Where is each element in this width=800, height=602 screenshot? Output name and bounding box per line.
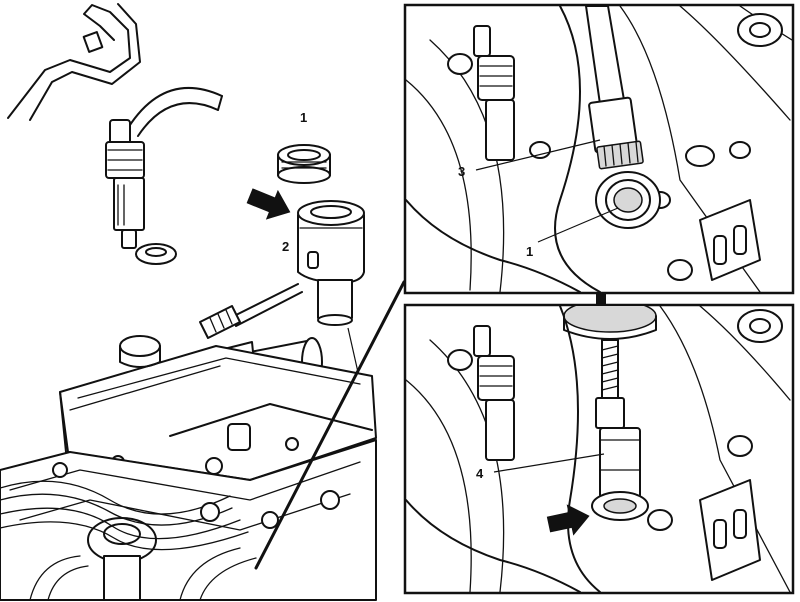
engine-cylinder-head <box>0 335 377 601</box>
panel-connector <box>596 292 606 306</box>
prechamber-sleeve <box>297 200 365 326</box>
injector-washer <box>135 243 177 265</box>
left-exploded-view: 1 2 <box>0 3 406 601</box>
callout-label-2: 2 <box>282 239 289 254</box>
inset-panel-top: 3 1 <box>403 3 795 295</box>
inset-panel-bottom: 4 <box>403 303 795 595</box>
callout-label-4: 4 <box>476 466 484 481</box>
callout-label-1-left: 1 <box>300 110 307 125</box>
glow-plug <box>199 283 303 339</box>
arrow-right-icon <box>546 504 590 536</box>
return-hose <box>127 87 223 137</box>
injector <box>105 119 145 249</box>
callout-label-3: 3 <box>458 164 465 179</box>
seal-ring <box>277 144 331 184</box>
arrow-right-icon <box>246 188 291 220</box>
fuel-line <box>7 3 141 121</box>
callout-label-1-top: 1 <box>526 244 533 259</box>
